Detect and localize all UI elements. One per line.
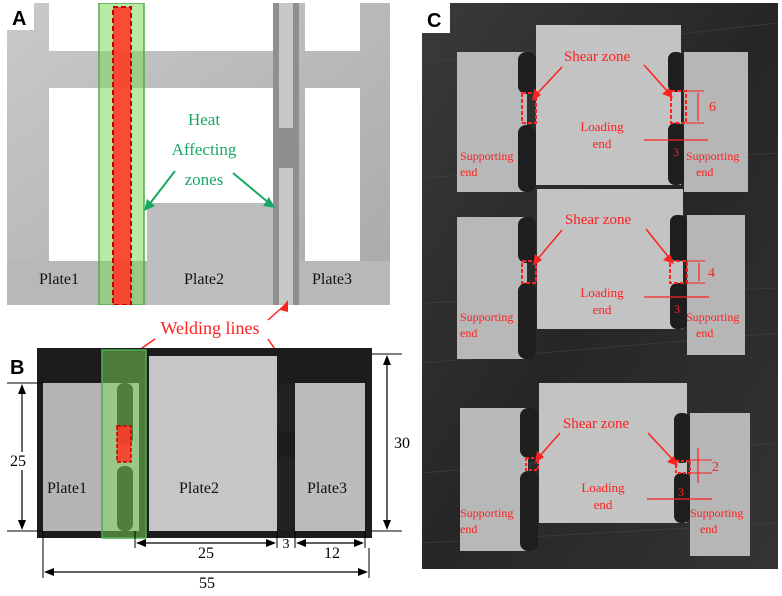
plate-label-b3: Plate3 [307,480,347,497]
heat-label-1: Heat [188,110,220,129]
support-right-2a: Supporting [686,310,739,324]
plate-label-2: Plate2 [184,271,224,288]
haz-arrow-left [147,170,176,207]
loading-label-1b: end [593,136,612,151]
plate-label-b2: Plate2 [179,480,219,497]
support-left-2b: end [460,326,477,340]
shear-zone-label-1: Shear zone [564,49,631,65]
heat-label-3: zones [185,170,224,189]
specimen-2: Shear zone Loading end 4 3 Supporting en… [457,189,745,359]
plate-label-b1: Plate1 [47,480,87,497]
specimen-3: Shear zone Loading end 2 3 Supporting en… [460,383,750,556]
support-left-1b: end [460,165,477,179]
support-left-3a: Supporting [460,506,513,520]
support-left-3b: end [460,522,477,536]
haz-arrow-right [232,172,270,204]
panel-a: Plate1 Plate2 Plate3 Heat Affecting zone… [7,2,390,306]
plate-label-3: Plate3 [312,271,352,288]
loading-label-2a: Loading [580,285,624,300]
notch-label-1: 3 [673,145,679,159]
panel-letter-c: C [427,10,441,32]
panel-letter-a: A [12,8,26,30]
panel-a-photo: Plate1 Plate2 Plate3 Heat Affecting zone… [7,2,390,306]
dim-width-3: 3 [283,537,290,552]
notch-label-2: 3 [674,302,680,316]
specimen-1: Shear zone Loading end 6 3 Supporting en… [457,25,748,192]
support-right-1a: Supporting [686,149,739,163]
dim-width-25: 25 [198,545,214,562]
support-left-2a: Supporting [460,310,513,324]
plate2 [149,356,277,531]
support-left-1a: Supporting [460,149,513,163]
support-right-1b: end [696,165,713,179]
dim-width-55: 55 [199,575,215,591]
notch-label-3: 3 [678,485,684,499]
loading-label-2b: end [593,302,612,317]
plate3 [295,383,365,531]
dim-width-12: 12 [324,545,340,562]
panel-letter-b: B [10,357,24,379]
weld-line-a [112,6,132,306]
panel-b-photo: Plate1 Plate2 Plate3 B 25 30 25 3 1 [7,348,410,592]
support-right-3b: end [700,522,717,536]
heat-label-2: Affecting [172,140,237,159]
dim-label-1: 6 [709,100,716,115]
window-opening [49,3,277,51]
panel-c-photo: Shear zone Loading end 6 3 Supporting en… [421,3,779,569]
shear-zone-label-3: Shear zone [563,416,630,432]
welding-lines-label: Welding lines [160,318,259,338]
dim-label-3: 2 [712,460,719,475]
panel-c: Shear zone Loading end 6 3 Supporting en… [421,3,779,569]
support-right-3a: Supporting [690,506,743,520]
loading-label-3a: Loading [581,480,625,495]
plate-label-1: Plate1 [39,271,79,288]
dim-height-30: 30 [394,435,410,452]
dim-height-25: 25 [10,453,26,470]
loading-label-3b: end [594,497,613,512]
support-right-2b: end [696,326,713,340]
dim-label-2: 4 [708,266,715,281]
shear-zone-label-2: Shear zone [565,212,632,228]
panel-b: Plate1 Plate2 Plate3 B 25 30 25 3 1 [7,348,417,592]
loading-label-1a: Loading [580,119,624,134]
weld-line-b [116,425,132,463]
